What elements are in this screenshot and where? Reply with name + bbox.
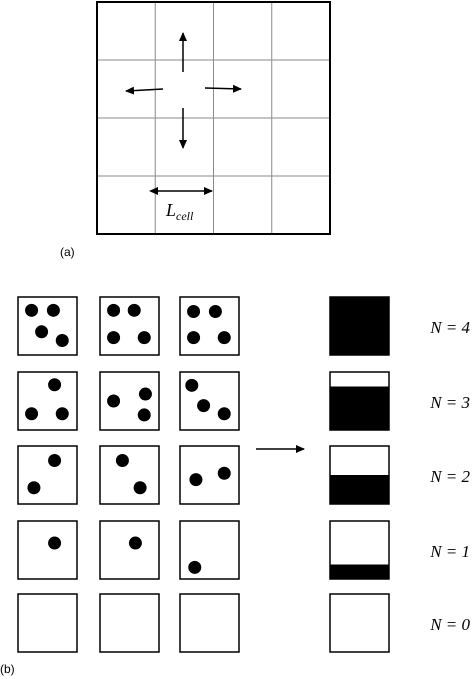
arrow-left — [125, 86, 164, 95]
particle-dot — [137, 408, 151, 422]
particle-box — [179, 593, 240, 653]
particle-dot — [185, 378, 199, 392]
particle-box — [17, 296, 78, 356]
particle-box — [99, 520, 160, 580]
particle-box — [17, 445, 78, 505]
particle-dot — [128, 536, 142, 550]
panel-b-label: (b) — [0, 662, 15, 676]
particle-dot — [189, 473, 203, 487]
occupancy-fill — [330, 475, 389, 504]
particle-dot — [217, 407, 231, 421]
particle-box — [99, 371, 160, 431]
particle-dot — [55, 407, 69, 421]
occupancy-box — [329, 445, 390, 505]
particle-dot — [127, 303, 141, 317]
particle-dot — [48, 536, 62, 550]
occupancy-fill — [330, 386, 389, 430]
occupancy-box — [329, 371, 390, 431]
particle-dot — [25, 407, 39, 421]
particle-box — [99, 445, 160, 505]
count-label: N = 1 — [429, 542, 470, 561]
particle-box — [17, 520, 78, 580]
occupancy-box — [329, 520, 390, 580]
particle-dot — [25, 303, 39, 317]
count-label: N = 3 — [429, 393, 470, 412]
occupancy-box — [329, 296, 390, 356]
particle-box — [179, 520, 240, 580]
particle-dot — [27, 481, 41, 495]
count-label: N = 0 — [429, 615, 470, 634]
particle-box — [99, 593, 160, 653]
particle-dot — [197, 399, 211, 413]
particle-dot — [107, 303, 121, 317]
particle-dot — [137, 331, 151, 345]
particle-box — [179, 296, 240, 356]
particle-dot — [188, 560, 202, 574]
grid-border — [96, 1, 331, 235]
occupancy-box — [329, 593, 390, 653]
particle-dot — [138, 387, 152, 401]
particle-dot — [187, 331, 201, 345]
particle-dot — [187, 305, 201, 318]
particle-dot — [208, 305, 222, 318]
particle-dot — [115, 454, 129, 467]
cell-length-label: Lcell — [165, 200, 194, 223]
panel-a-label: (a) — [60, 245, 75, 259]
particle-box — [17, 371, 78, 431]
count-label: N = 4 — [429, 318, 470, 337]
particle-box — [99, 296, 160, 356]
occupancy-fill — [330, 564, 389, 579]
particle-dot — [133, 481, 147, 495]
occupancy-fill — [330, 297, 389, 355]
particle-dot — [55, 334, 69, 347]
occupancy-bars — [329, 296, 390, 653]
particle-dot — [107, 331, 121, 345]
particle-dot — [46, 303, 60, 317]
particle-dot — [35, 325, 49, 339]
particle-dot — [48, 454, 62, 467]
count-labels: N = 4 N = 3 N = 2 N = 1 N = 0 — [429, 318, 470, 634]
cell-grid — [96, 1, 331, 235]
particle-dot — [107, 394, 121, 408]
arrow-right — [204, 84, 242, 93]
particle-dot — [217, 466, 231, 480]
particle-dot — [48, 378, 62, 392]
count-label: N = 2 — [429, 467, 470, 486]
particle-box — [17, 593, 78, 653]
particle-configurations — [17, 296, 240, 653]
particle-dot — [217, 331, 231, 345]
